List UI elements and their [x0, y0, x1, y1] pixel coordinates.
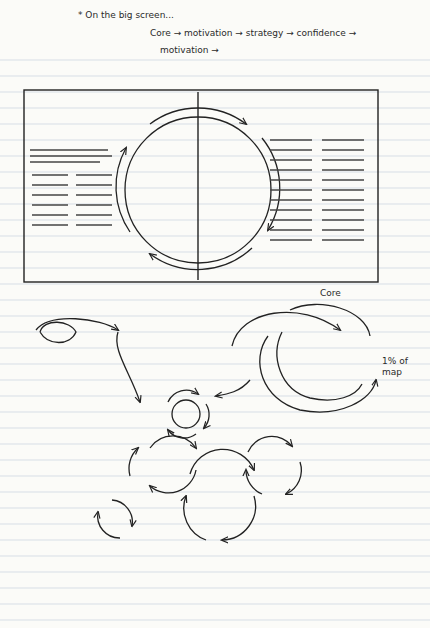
- cycle-sketches: [36, 304, 376, 540]
- handwritten-note: Core → motivation → strategy → confidenc…: [150, 28, 356, 39]
- screen-frame: [24, 90, 378, 282]
- cycle-circle: [116, 108, 280, 270]
- paper-rules: [0, 60, 430, 620]
- text-scribbles: [30, 140, 364, 240]
- handwritten-note: * On the big screen...: [78, 10, 174, 21]
- handwritten-note: motivation →: [160, 45, 219, 56]
- handwritten-note: 1% of map: [382, 356, 420, 378]
- handwritten-note: Core: [320, 288, 341, 299]
